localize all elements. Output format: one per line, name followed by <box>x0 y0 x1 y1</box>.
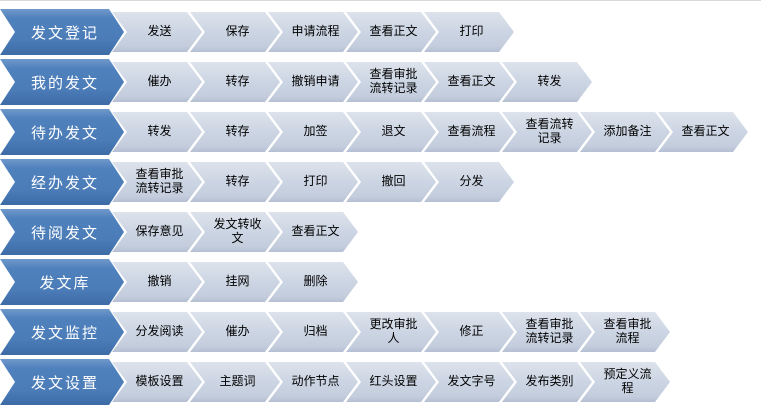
step-chevron: 申请流程 <box>268 12 358 52</box>
category-chevron: 经办发文 <box>0 159 124 205</box>
step-chevron: 主题词 <box>190 362 280 402</box>
step-chevron: 转存 <box>190 62 280 102</box>
category-chevron: 发文库 <box>0 259 124 305</box>
step-chevron: 催办 <box>112 62 202 102</box>
step-chevron: 转发 <box>502 62 592 102</box>
step-chevron: 发文转收 文 <box>190 212 280 252</box>
step-chevron: 撤销 <box>112 262 202 302</box>
step-chevron: 模板设置 <box>112 362 202 402</box>
step-chevron: 催办 <box>190 312 280 352</box>
step-chevron: 查看正文 <box>268 212 358 252</box>
step-chevron: 查看流转 记录 <box>502 112 592 152</box>
step-chevron: 删除 <box>268 262 358 302</box>
step-chevron: 撤回 <box>346 162 436 202</box>
step-chevron: 动作节点 <box>268 362 358 402</box>
step-chevron: 查看正文 <box>346 12 436 52</box>
step-chevron: 转存 <box>190 162 280 202</box>
flow-row-to-read-outgoing: 待阅发文 保存意见 发文转收 文 查看正文 <box>0 209 761 255</box>
step-chevron: 发文字号 <box>424 362 514 402</box>
flow-row-outgoing-monitor: 发文监控 分发阅读 催办 归档 更改审批 人 修正 查看审批 流转记录 查看审批… <box>0 309 761 355</box>
step-chevron: 修正 <box>424 312 514 352</box>
category-chevron: 发文登记 <box>0 9 124 55</box>
step-chevron: 分发阅读 <box>112 312 202 352</box>
step-chevron: 添加备注 <box>580 112 670 152</box>
step-chevron: 查看正文 <box>658 112 748 152</box>
step-chevron: 保存意见 <box>112 212 202 252</box>
step-chevron: 发送 <box>112 12 202 52</box>
step-chevron: 更改审批 人 <box>346 312 436 352</box>
step-chevron: 打印 <box>268 162 358 202</box>
step-chevron: 退文 <box>346 112 436 152</box>
step-chevron: 查看审批 流程 <box>580 312 670 352</box>
step-chevron: 保存 <box>190 12 280 52</box>
step-chevron: 查看正文 <box>424 62 514 102</box>
flow-row-outgoing-library: 发文库 撤销 挂网 删除 <box>0 259 761 305</box>
category-chevron: 发文设置 <box>0 359 124 405</box>
flow-row-my-outgoing: 我的发文 催办 转存 撤销申请 查看审批 流转记录 查看正文 转发 <box>0 59 761 105</box>
step-chevron: 查看审批 流转记录 <box>502 312 592 352</box>
step-chevron: 转发 <box>112 112 202 152</box>
flow-row-outgoing-settings: 发文设置 模板设置 主题词 动作节点 红头设置 发文字号 发布类别 预定义流 程 <box>0 359 761 405</box>
step-chevron: 撤销申请 <box>268 62 358 102</box>
flow-row-handled-outgoing: 经办发文 查看审批 流转记录 转存 打印 撤回 分发 <box>0 159 761 205</box>
category-chevron: 待阅发文 <box>0 209 124 255</box>
step-chevron: 转存 <box>190 112 280 152</box>
step-chevron: 红头设置 <box>346 362 436 402</box>
step-chevron: 发布类别 <box>502 362 592 402</box>
category-chevron: 发文监控 <box>0 309 124 355</box>
flow-row-pending-outgoing: 待办发文 转发 转存 加签 退文 查看流程 查看流转 记录 添加备注 查看正文 <box>0 109 761 155</box>
step-chevron: 查看审批 流转记录 <box>346 62 436 102</box>
step-chevron: 预定义流 程 <box>580 362 670 402</box>
step-chevron: 打印 <box>424 12 514 52</box>
category-chevron: 我的发文 <box>0 59 124 105</box>
category-chevron: 待办发文 <box>0 109 124 155</box>
step-chevron: 挂网 <box>190 262 280 302</box>
flow-row-outgoing-registration: 发文登记 发送 保存 申请流程 查看正文 打印 <box>0 9 761 55</box>
step-chevron: 归档 <box>268 312 358 352</box>
step-chevron: 分发 <box>424 162 514 202</box>
step-chevron: 查看审批 流转记录 <box>112 162 202 202</box>
step-chevron: 加签 <box>268 112 358 152</box>
step-chevron: 查看流程 <box>424 112 514 152</box>
